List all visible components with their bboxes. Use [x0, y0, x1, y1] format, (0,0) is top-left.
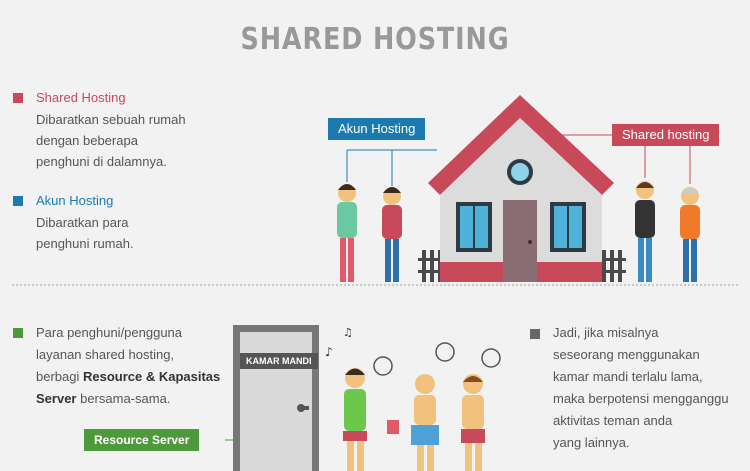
akun-hosting-tag: Akun Hosting — [328, 118, 426, 140]
bottom-left-line: berbagi Resource & Kapasitas — [36, 366, 220, 388]
bottom-left-line: Server bersama-sama. — [36, 388, 220, 410]
akun-hosting-title: Akun Hosting — [36, 193, 114, 208]
akun-hosting-marker — [13, 196, 23, 206]
shared-hosting-marker — [13, 93, 23, 103]
bottom-left-line: layanan shared hosting, — [36, 347, 175, 362]
bathroom-illustration: ♪ ♫ — [225, 325, 501, 471]
kamar-mandi-sign: KAMAR MANDI — [240, 353, 318, 369]
text-fragment: berbagi — [36, 369, 83, 384]
bottom-left-marker — [13, 328, 23, 338]
text-fragment: bersama-sama. — [76, 391, 171, 406]
bottom-right-line: Jadi, jika misalnya — [553, 325, 659, 340]
bottom-right-line: maka berpotensi mengganggu — [553, 391, 729, 406]
bottom-right-line: kamar mandi terlalu lama, — [553, 369, 703, 384]
bottom-right-line: aktivitas teman anda — [553, 413, 673, 428]
bottom-right-text: Jadi, jika misalnya seseorang menggunaka… — [553, 322, 729, 454]
svg-text:♪: ♪ — [325, 345, 333, 359]
bottom-right-line: yang lainnya. — [553, 435, 630, 450]
house-illustration — [337, 95, 700, 282]
resource-kapasitas-bold: Resource & Kapasitas — [82, 369, 221, 384]
page-title: SHARED HOSTING — [240, 22, 510, 57]
akun-desc-line: Dibaratkan para — [36, 215, 129, 230]
svg-text:♫: ♫ — [343, 326, 353, 339]
resource-server-tag: Resource Server — [84, 429, 200, 451]
akun-desc-line: penghuni rumah. — [36, 236, 134, 251]
bottom-right-marker — [530, 329, 540, 339]
akun-hosting-desc: Dibaratkan para penghuni rumah. — [36, 212, 134, 254]
shared-hosting-tag: Shared hosting — [612, 124, 720, 146]
shared-desc-line: Dibaratkan sebuah rumah — [36, 112, 186, 127]
shared-hosting-title: Shared Hosting — [36, 90, 126, 105]
shared-desc-line: penghuni di dalamnya. — [36, 154, 167, 169]
shared-desc-line: dengan beberapa — [36, 133, 138, 148]
section-divider — [12, 284, 738, 286]
bottom-right-line: seseorang menggunakan — [553, 347, 700, 362]
server-bold: Server — [36, 391, 77, 406]
bottom-left-text: Para penghuni/pengguna layanan shared ho… — [36, 322, 220, 410]
shared-hosting-desc: Dibaratkan sebuah rumah dengan beberapa … — [36, 109, 186, 172]
bottom-left-line: Para penghuni/pengguna — [36, 325, 183, 340]
